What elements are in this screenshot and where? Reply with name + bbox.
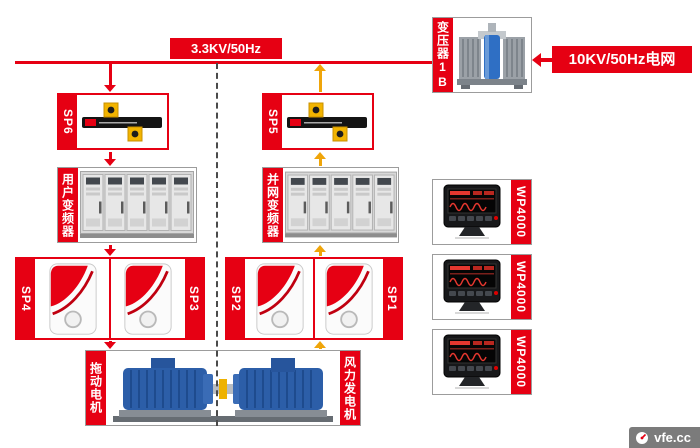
transformer-image xyxy=(453,18,531,92)
bus-voltage-label: 3.3KV/50Hz xyxy=(170,38,282,59)
sp5-image xyxy=(282,95,372,148)
transducer-icon xyxy=(123,262,172,335)
transducer-icon xyxy=(255,262,304,335)
drive-motor-label-strip: 拖动电机 xyxy=(86,351,106,425)
analyzer-label-2: WP4000 xyxy=(514,260,528,314)
transducer-icon xyxy=(324,262,373,335)
arrow-sp2-to-grid-converter xyxy=(314,245,326,256)
motor-bench-node: 拖动电机 风力发电机 xyxy=(85,350,361,426)
transformer-icon xyxy=(457,23,527,89)
grid-converter-label-strip: 并网变频器 xyxy=(263,168,283,242)
watermark: vfe.cc xyxy=(629,427,700,448)
sp6-label-strip: SP6 xyxy=(59,95,77,148)
sp5-label-strip: SP5 xyxy=(264,95,282,148)
user-converter-node: 用户变频器 xyxy=(57,167,197,243)
sp6-image xyxy=(77,95,167,148)
sp1-label: SP1 xyxy=(385,285,399,312)
transducer-icon xyxy=(48,262,97,335)
grid-feed-label: 10KV/50Hz电网 xyxy=(552,46,692,73)
sp3-label: SP3 xyxy=(187,285,201,312)
power-analyzer-icon xyxy=(443,259,501,314)
analyzer-label-1: WP4000 xyxy=(514,185,528,239)
sp4-sp3-images xyxy=(35,259,185,338)
sp1-label-strip: SP1 xyxy=(383,259,401,338)
analyzer-image-3 xyxy=(433,330,511,394)
grid-converter-label: 并网变频器 xyxy=(265,172,280,238)
motor-pair-image xyxy=(106,351,340,425)
power-sensor-icon xyxy=(287,102,367,141)
transformer-node: 变压器1B xyxy=(432,17,532,93)
sp2-label: SP2 xyxy=(229,285,243,312)
transformer-label: 变压器1B xyxy=(435,20,450,90)
sp6-label: SP6 xyxy=(61,108,75,135)
grid-converter-node: 并网变频器 xyxy=(262,167,399,243)
analyzer-label-3: WP4000 xyxy=(514,335,528,389)
sp2-sp1-divider xyxy=(313,259,315,338)
user-converter-label: 用户变频器 xyxy=(60,172,75,238)
sp5-node: SP5 xyxy=(262,93,374,150)
transformer-label-strip: 变压器1B xyxy=(433,18,453,92)
grid-converter-image xyxy=(283,168,398,242)
power-analyzer-icon xyxy=(443,184,501,239)
power-analyzer-icon xyxy=(443,334,501,389)
drive-motor-label: 拖动电机 xyxy=(88,362,103,414)
power-sensor-icon xyxy=(82,102,162,141)
wind-generator-label-strip: 风力发电机 xyxy=(340,351,360,425)
center-dashed-divider xyxy=(216,63,218,426)
grid-feed-arrow xyxy=(532,53,552,67)
sp4-label: SP4 xyxy=(19,285,33,312)
analyzer-node-2: WP4000 xyxy=(432,254,532,320)
sp4-sp3-node: SP4 SP3 xyxy=(15,257,205,340)
analyzer-image-1 xyxy=(433,180,511,244)
analyzer-node-3: WP4000 xyxy=(432,329,532,395)
arrow-bus-to-sp6 xyxy=(104,64,116,92)
arrow-sp4-to-motor xyxy=(104,341,116,349)
user-converter-image xyxy=(78,168,196,242)
sp2-label-strip: SP2 xyxy=(227,259,245,338)
sp3-label-strip: SP3 xyxy=(185,259,203,338)
sp4-label-strip: SP4 xyxy=(17,259,35,338)
watermark-text: vfe.cc xyxy=(654,430,691,445)
arrow-user-converter-to-sp4 xyxy=(104,245,116,256)
analyzer-label-strip-3: WP4000 xyxy=(511,330,531,394)
arrow-sp6-to-user-converter xyxy=(104,152,116,166)
arrow-grid-converter-to-sp5 xyxy=(314,152,326,166)
converter-cabinet-icon xyxy=(80,171,194,238)
analyzer-image-2 xyxy=(433,255,511,319)
sp5-label: SP5 xyxy=(266,108,280,135)
arrow-sp5-to-bus xyxy=(314,64,326,92)
user-converter-label-strip: 用户变频器 xyxy=(58,168,78,242)
sp2-sp1-images xyxy=(245,259,383,338)
analyzer-node-1: WP4000 xyxy=(432,179,532,245)
sp6-node: SP6 xyxy=(57,93,169,150)
bus-line-3_3kv xyxy=(15,61,432,64)
sp2-sp1-node: SP2 SP1 xyxy=(225,257,403,340)
sp4-sp3-divider xyxy=(109,259,111,338)
analyzer-label-strip-2: WP4000 xyxy=(511,255,531,319)
converter-cabinet-icon xyxy=(284,171,397,238)
analyzer-label-strip-1: WP4000 xyxy=(511,180,531,244)
wind-generator-label: 风力发电机 xyxy=(342,355,357,421)
arrow-generator-to-sp2 xyxy=(314,341,326,349)
meter-icon xyxy=(636,431,649,444)
motor-pair-icon xyxy=(113,358,333,422)
